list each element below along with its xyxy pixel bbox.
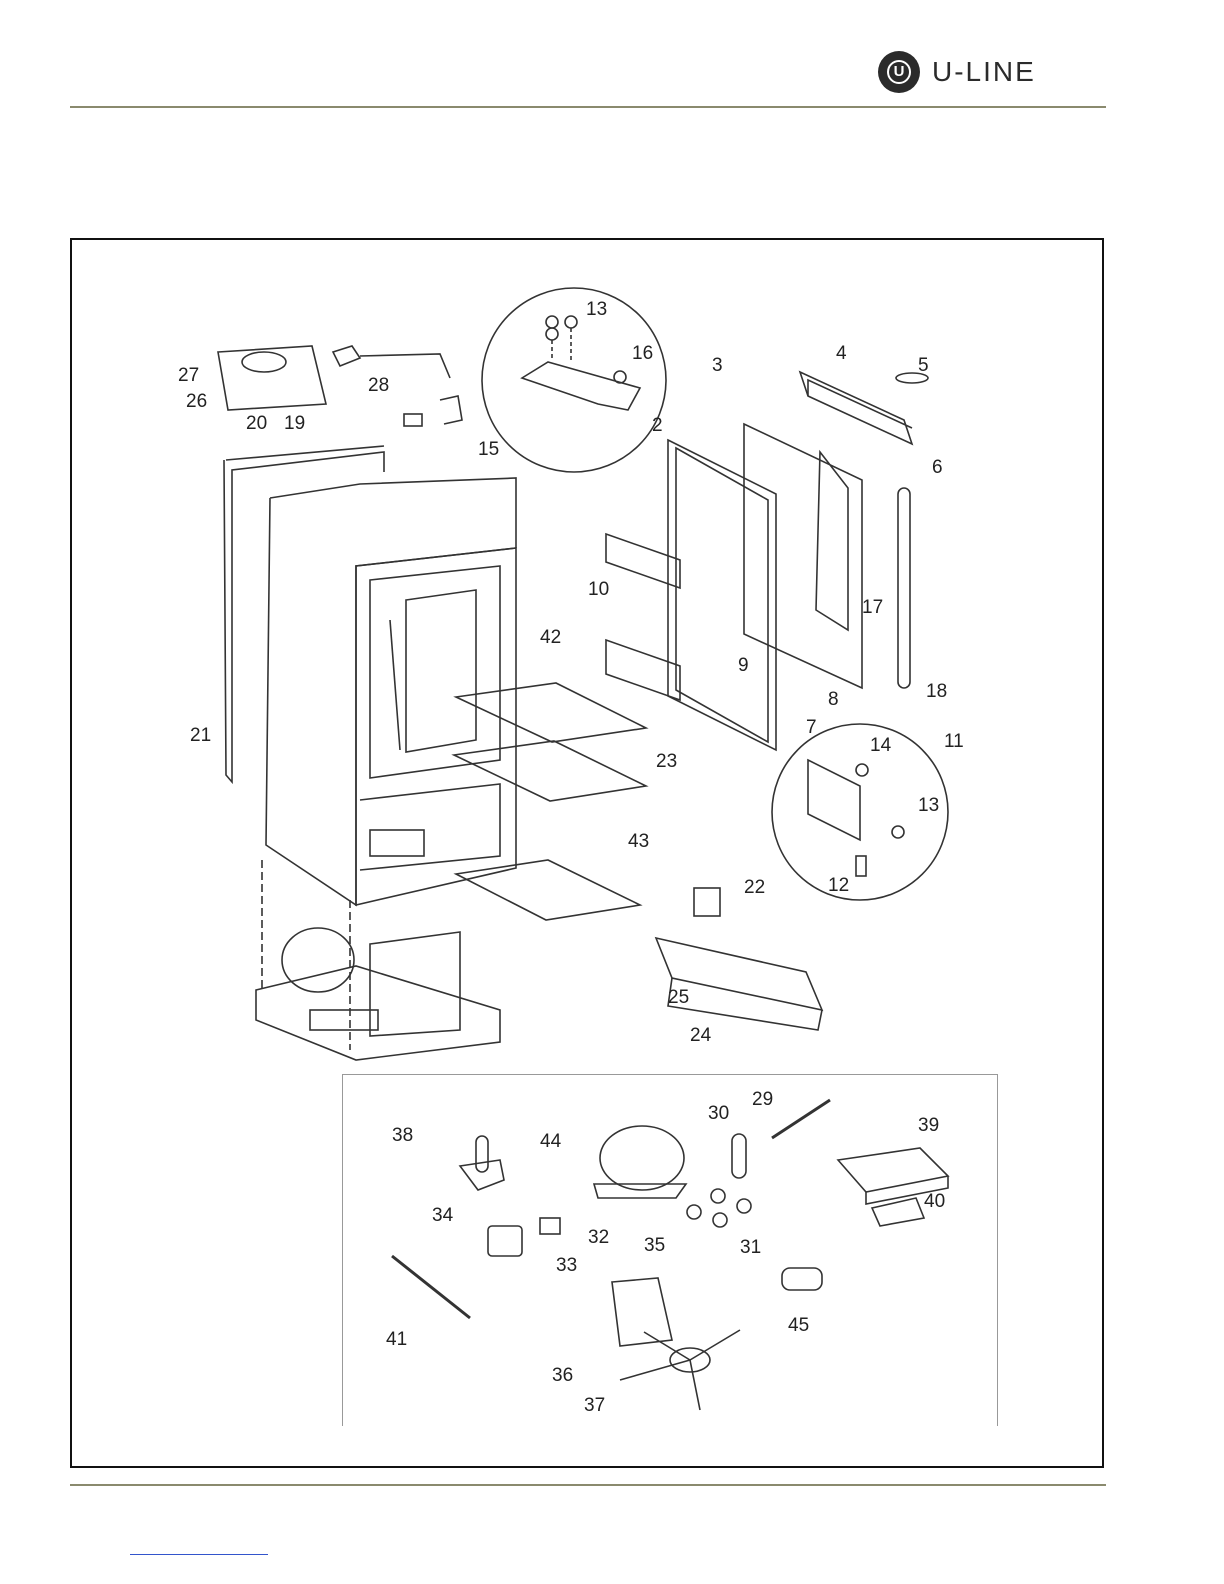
callout-label: 38 <box>392 1126 413 1145</box>
footer-rule <box>70 1484 1106 1486</box>
callout-label: 33 <box>556 1256 577 1275</box>
callout-label: 8 <box>828 690 839 709</box>
callout-label: 41 <box>386 1330 407 1349</box>
drain-pan <box>838 1148 948 1192</box>
shelf-43 <box>456 860 640 920</box>
compressor-small <box>282 928 354 992</box>
door-bin-lower <box>606 640 680 700</box>
callout-label: 10 <box>588 580 609 599</box>
light-housing <box>218 346 326 410</box>
callout-label: 11 <box>944 732 964 751</box>
door-gasket <box>668 440 776 750</box>
callout-label: 13 <box>586 300 607 319</box>
callout-label: 34 <box>432 1206 453 1225</box>
callout-label: 26 <box>186 392 207 411</box>
footer-link-underline[interactable] <box>130 1554 268 1555</box>
callout-label: 18 <box>926 682 947 701</box>
callout-label: 39 <box>918 1116 939 1135</box>
power-cord <box>392 1256 470 1318</box>
callout-label: 40 <box>924 1192 945 1211</box>
callout-label: 6 <box>932 458 943 477</box>
callout-label: 35 <box>644 1236 665 1255</box>
callout-label: 19 <box>284 414 305 433</box>
callout-label: 27 <box>178 366 199 385</box>
callout-label: 9 <box>738 656 749 675</box>
callout-label: 20 <box>246 414 267 433</box>
door-handle <box>898 488 910 688</box>
callout-label: 22 <box>744 878 765 897</box>
callout-label: 2 <box>652 416 663 435</box>
callout-label: 14 <box>870 736 891 755</box>
door-panel <box>744 424 862 688</box>
relay <box>540 1218 560 1234</box>
fan-motor <box>612 1278 672 1346</box>
door-bin-upper <box>606 534 680 588</box>
part-22 <box>694 888 720 916</box>
leveling-leg <box>460 1160 504 1190</box>
callout-label: 43 <box>628 832 649 851</box>
compressor <box>600 1126 684 1190</box>
evaporator-area <box>370 566 500 778</box>
shelf-42 <box>456 683 646 742</box>
callout-label: 36 <box>552 1366 573 1385</box>
callout-label: 24 <box>690 1026 711 1045</box>
drain-pad <box>872 1198 924 1226</box>
callout-label: 30 <box>708 1104 729 1123</box>
callout-label: 25 <box>668 988 689 1007</box>
callout-label: 12 <box>828 876 849 895</box>
callout-label: 3 <box>712 356 723 375</box>
callout-label: 15 <box>478 440 499 459</box>
callout-label: 4 <box>836 344 847 363</box>
callout-label: 23 <box>656 752 677 771</box>
control-box <box>370 830 424 856</box>
door-top-trim <box>800 372 912 444</box>
filter-drier <box>732 1134 746 1178</box>
bottom-hinge-bracket <box>808 760 860 840</box>
callout-label: 7 <box>806 718 817 737</box>
callout-label: 32 <box>588 1228 609 1247</box>
u-line-logo-icon: U <box>878 51 920 93</box>
detail-circle-top-hinge <box>482 288 666 472</box>
callout-label: 17 <box>862 598 883 617</box>
callout-label: 37 <box>584 1396 605 1415</box>
callout-label: 13 <box>918 796 939 815</box>
callout-label: 21 <box>190 726 211 745</box>
callout-label: 42 <box>540 628 561 647</box>
capacitor <box>782 1268 822 1290</box>
shelf-23 <box>454 741 646 801</box>
callout-label: 31 <box>740 1238 761 1257</box>
callout-label: 45 <box>788 1316 809 1335</box>
top-hinge-plate <box>522 362 640 410</box>
callout-label: 29 <box>752 1090 773 1109</box>
rear-panel <box>224 452 384 782</box>
callout-label: 5 <box>918 356 929 375</box>
callout-label: 44 <box>540 1132 561 1151</box>
overload <box>488 1226 522 1256</box>
callout-label: 16 <box>632 344 653 363</box>
cabinet-outline <box>266 478 516 905</box>
callout-label: 28 <box>368 376 389 395</box>
